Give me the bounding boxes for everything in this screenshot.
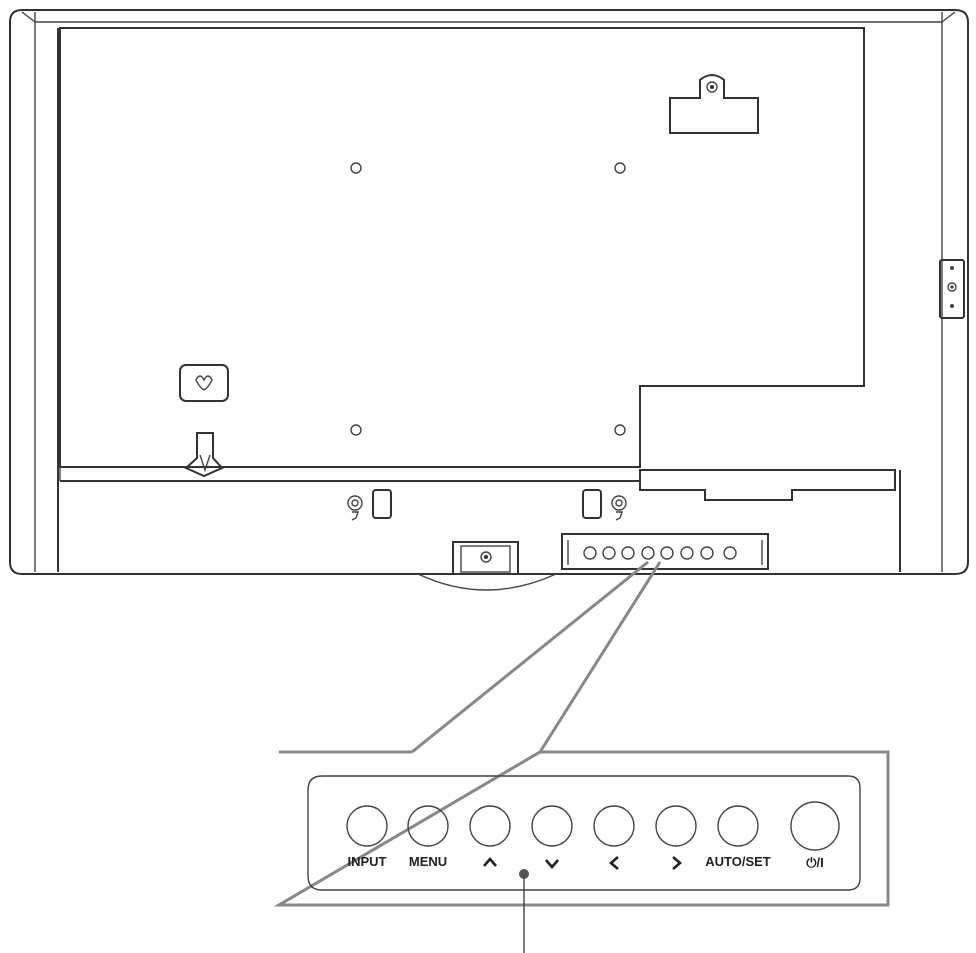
chevron-up-icon [483, 857, 497, 867]
right-button[interactable] [655, 805, 697, 870]
power-icon: ⏻/I [806, 855, 824, 870]
chevron-right-icon [672, 856, 682, 870]
stand-neck [417, 541, 557, 591]
up-button[interactable] [469, 805, 511, 867]
input-button-label: INPUT [348, 854, 387, 869]
stand-screw-left [347, 489, 392, 521]
left-button[interactable] [593, 805, 635, 870]
vesa-mount-holes [350, 162, 626, 436]
control-buttons: INPUT MENU AUTO/SET ⏻/I [346, 801, 840, 870]
chevron-down-icon [545, 859, 559, 869]
power-button[interactable]: ⏻/I [790, 801, 840, 870]
down-button[interactable] [531, 805, 573, 869]
side-clip [939, 259, 965, 319]
screw-bracket [669, 74, 759, 134]
auto-set-button-label: AUTO/SET [705, 854, 771, 869]
menu-button[interactable]: MENU [407, 805, 449, 869]
menu-button-label: MENU [409, 854, 447, 869]
control-panel-callout [273, 750, 890, 907]
stand-screw-right [582, 489, 627, 521]
auto-set-button[interactable]: AUTO/SET [705, 805, 771, 869]
monitor-rear-body [9, 9, 969, 575]
button-strip [561, 533, 769, 570]
callout-leader [411, 560, 662, 754]
input-button[interactable]: INPUT [346, 805, 388, 869]
power-indicator-pointer [519, 869, 529, 953]
cable-clip [184, 432, 224, 478]
chevron-left-icon [609, 856, 619, 870]
kensington-lock-slot [179, 364, 229, 402]
